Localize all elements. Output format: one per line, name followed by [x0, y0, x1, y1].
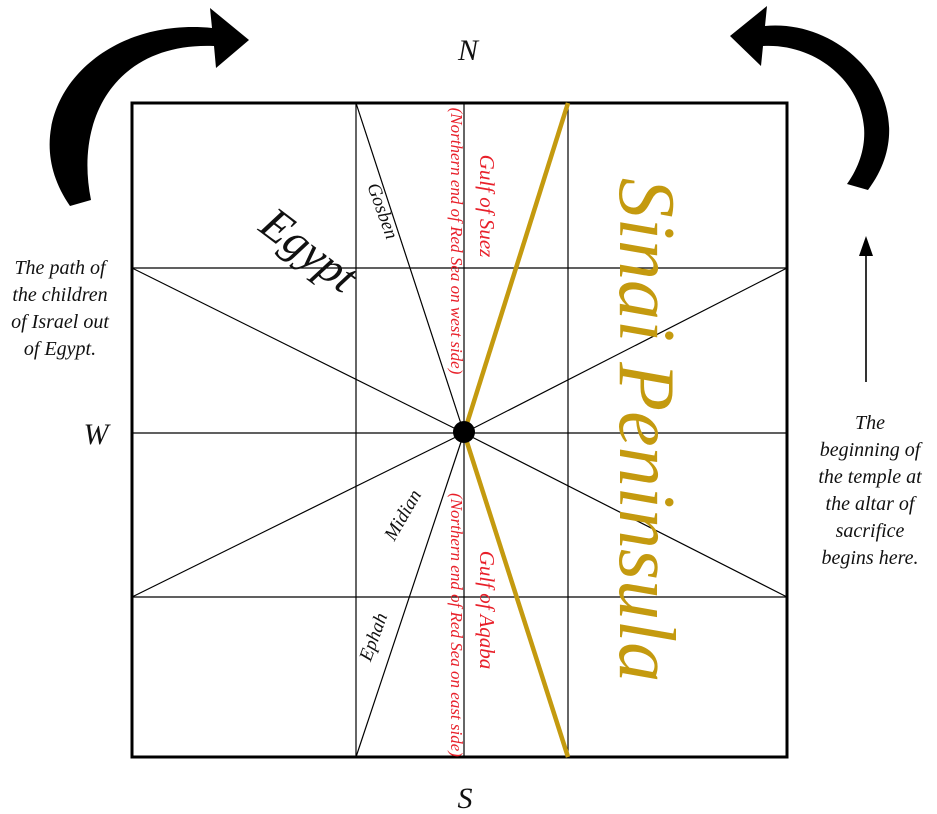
label-gosben: Gosben [362, 180, 402, 242]
ray-lower-left [355, 432, 465, 758]
left-note-line: of Egypt. [23, 338, 97, 360]
label-ephah: Ephah [355, 610, 392, 665]
up-arrow-icon [859, 236, 873, 382]
left-note-line: of Israel out [11, 311, 109, 333]
ray-upper-left [355, 102, 465, 434]
right-note-line: The [855, 412, 885, 434]
curved-arrow-counterclockwise-icon [730, 6, 890, 190]
label-gulf-suez-note: (Northern end of Red Sea on west side) [447, 108, 466, 375]
gulf-suez-line [461, 102, 571, 434]
label-midian: Midian [380, 486, 426, 545]
compass-north: N [457, 34, 480, 67]
label-sinai-peninsula: Sinai Peninsula [602, 178, 690, 682]
right-note-line: sacrifice [835, 520, 905, 542]
compass-south: S [458, 782, 473, 814]
ray-west-down [131, 432, 465, 598]
ray-west-up [131, 267, 465, 434]
label-gulf-aqaba: Gulf of Aqaba [475, 551, 499, 670]
left-note-line: the children [12, 284, 108, 306]
right-note: The beginning of the temple at the altar… [806, 410, 934, 572]
compass-west: W [84, 418, 112, 451]
map-frame [130, 101, 789, 759]
left-note: The path of the children of Israel out o… [0, 255, 120, 363]
curved-arrow-clockwise-icon [49, 8, 249, 206]
right-note-line: the temple at [818, 466, 922, 488]
center-point [453, 421, 475, 443]
ray-east-down [463, 432, 788, 598]
gulf-aqaba-line [461, 432, 571, 758]
label-gulf-suez: Gulf of Suez [475, 155, 499, 258]
right-note-line: beginning of [819, 439, 921, 461]
label-egypt: Egypt [250, 196, 368, 303]
left-note-line: The path of [14, 257, 106, 279]
right-note-line: the altar of [825, 493, 915, 515]
right-note-line: begins here. [821, 547, 919, 569]
label-gulf-aqaba-note: (Northern end of Red Sea on east side) [447, 493, 466, 757]
ray-east-up [463, 267, 788, 434]
